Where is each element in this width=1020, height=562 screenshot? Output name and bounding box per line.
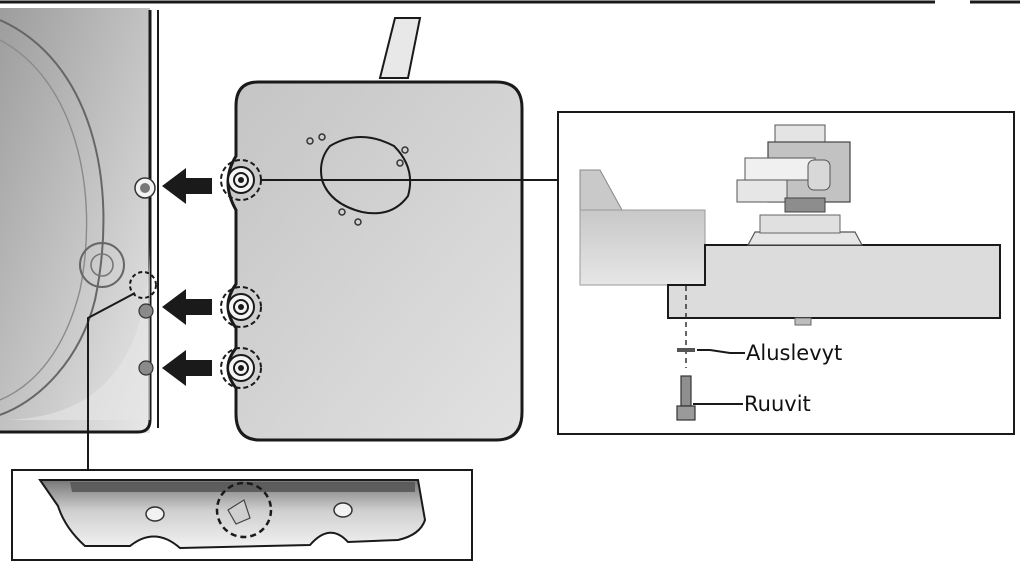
bracket-highlight-dashed-circle-icon [215,481,273,539]
arrow-lower-arrow-left-icon [162,350,212,386]
housing-hole-middle [138,303,154,319]
tonearm-base-plate [220,17,524,442]
tonearm-base-side [667,214,1001,326]
detail-panel-side-view [557,111,1015,435]
housing-highlight-dashed-circle-icon [129,271,157,299]
tonearm-mount-outline [306,133,412,226]
washer-part [677,348,695,352]
screw-middle-dashed-circle-icon [220,286,262,328]
housing-hole-upper [134,177,156,199]
screw-lower-dashed-circle-icon [220,347,262,389]
detail-panel-housing-bracket [11,469,473,561]
washer-label-leader-2 [709,349,745,354]
tonearm-cable [378,17,422,79]
bracket-hole-right [333,502,353,518]
plinth-edge [579,169,706,286]
turntable-housing [0,8,159,434]
leader-line-housing-detail [87,292,136,470]
tonearm-pivot-assembly [736,124,851,213]
plate-screw-lower [220,347,262,389]
washers-label: Aluslevyt [746,341,843,365]
arrow-middle-arrow-left-icon [162,289,212,325]
platter-edge [0,19,105,416]
screws-label: Ruuvit [744,392,811,416]
housing-boss [79,242,125,288]
bracket-hole-left [145,506,165,522]
plate-screw-middle [220,286,262,328]
screw-part [676,375,696,421]
arrow-upper-arrow-left-icon [162,168,212,204]
housing-hole-lower [138,360,154,376]
bracket-cable-clip [227,499,251,525]
